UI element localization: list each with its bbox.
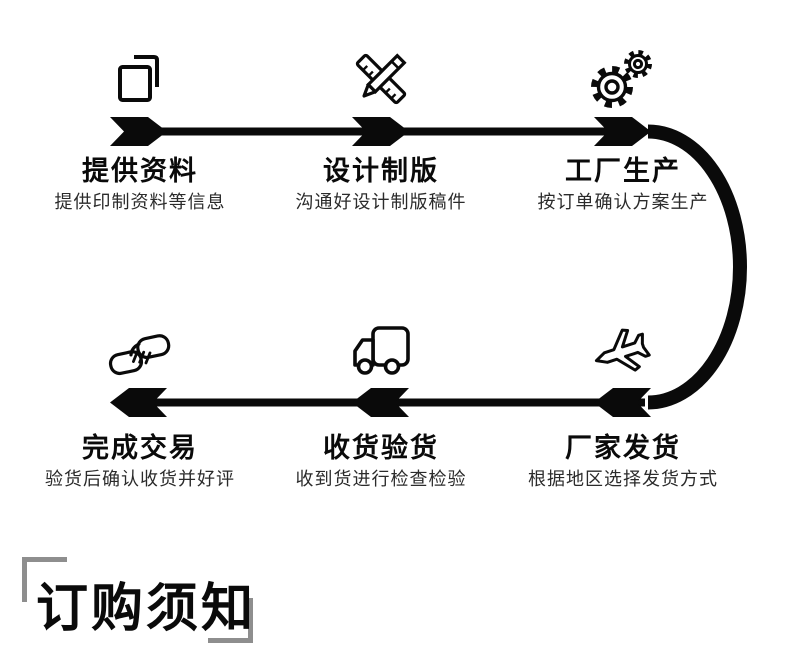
small-gear — [624, 50, 652, 78]
footer-heading: 订购须知 — [36, 580, 257, 638]
arrow-right-3 — [594, 117, 651, 146]
step-title: 厂家发货 — [565, 433, 681, 463]
arrow-right-1 — [110, 117, 167, 146]
arrow-left-5 — [352, 388, 409, 417]
airplane-icon — [493, 318, 753, 384]
step-title: 完成交易 — [82, 433, 198, 463]
step-desc: 按订单确认方案生产 — [537, 192, 709, 212]
heading-bracket-bottom-right — [208, 598, 253, 643]
u-turn-curve — [647, 124, 747, 410]
step-desc: 根据地区选择发货方式 — [528, 469, 718, 489]
truck-icon — [251, 318, 511, 384]
documents-icon — [10, 48, 270, 112]
step-complete-transaction: 完成交易 验货后确认收货并好评 — [10, 318, 270, 490]
step-title: 收货验货 — [323, 433, 439, 463]
arrow-left-6 — [110, 388, 167, 417]
step-manufacturer-ship: 厂家发货 根据地区选择发货方式 — [493, 318, 753, 490]
ruler-pencil-icon — [251, 48, 511, 112]
step-design-plate: 设计制版 沟通好设计制版稿件 — [251, 48, 511, 213]
step-title: 提供资料 — [82, 156, 198, 186]
step-title: 设计制版 — [323, 156, 439, 186]
gears-icon — [493, 48, 753, 112]
arrow-left-4 — [594, 388, 651, 417]
step-receive-inspect: 收货验货 收到货进行检查检验 — [251, 318, 511, 490]
step-desc: 沟通好设计制版稿件 — [295, 192, 467, 212]
handshake-icon — [10, 318, 270, 384]
step-provide-materials: 提供资料 提供印制资料等信息 — [10, 48, 270, 213]
step-desc: 收到货进行检查检验 — [295, 469, 467, 489]
arrow-right-2 — [352, 117, 409, 146]
large-gear — [591, 66, 633, 108]
heading-bracket-top-left — [22, 557, 67, 602]
step-desc: 验货后确认收货并好评 — [45, 469, 235, 489]
step-desc: 提供印制资料等信息 — [54, 192, 226, 212]
step-factory-production: 工厂生产 按订单确认方案生产 — [493, 48, 753, 213]
step-title: 工厂生产 — [565, 156, 681, 186]
